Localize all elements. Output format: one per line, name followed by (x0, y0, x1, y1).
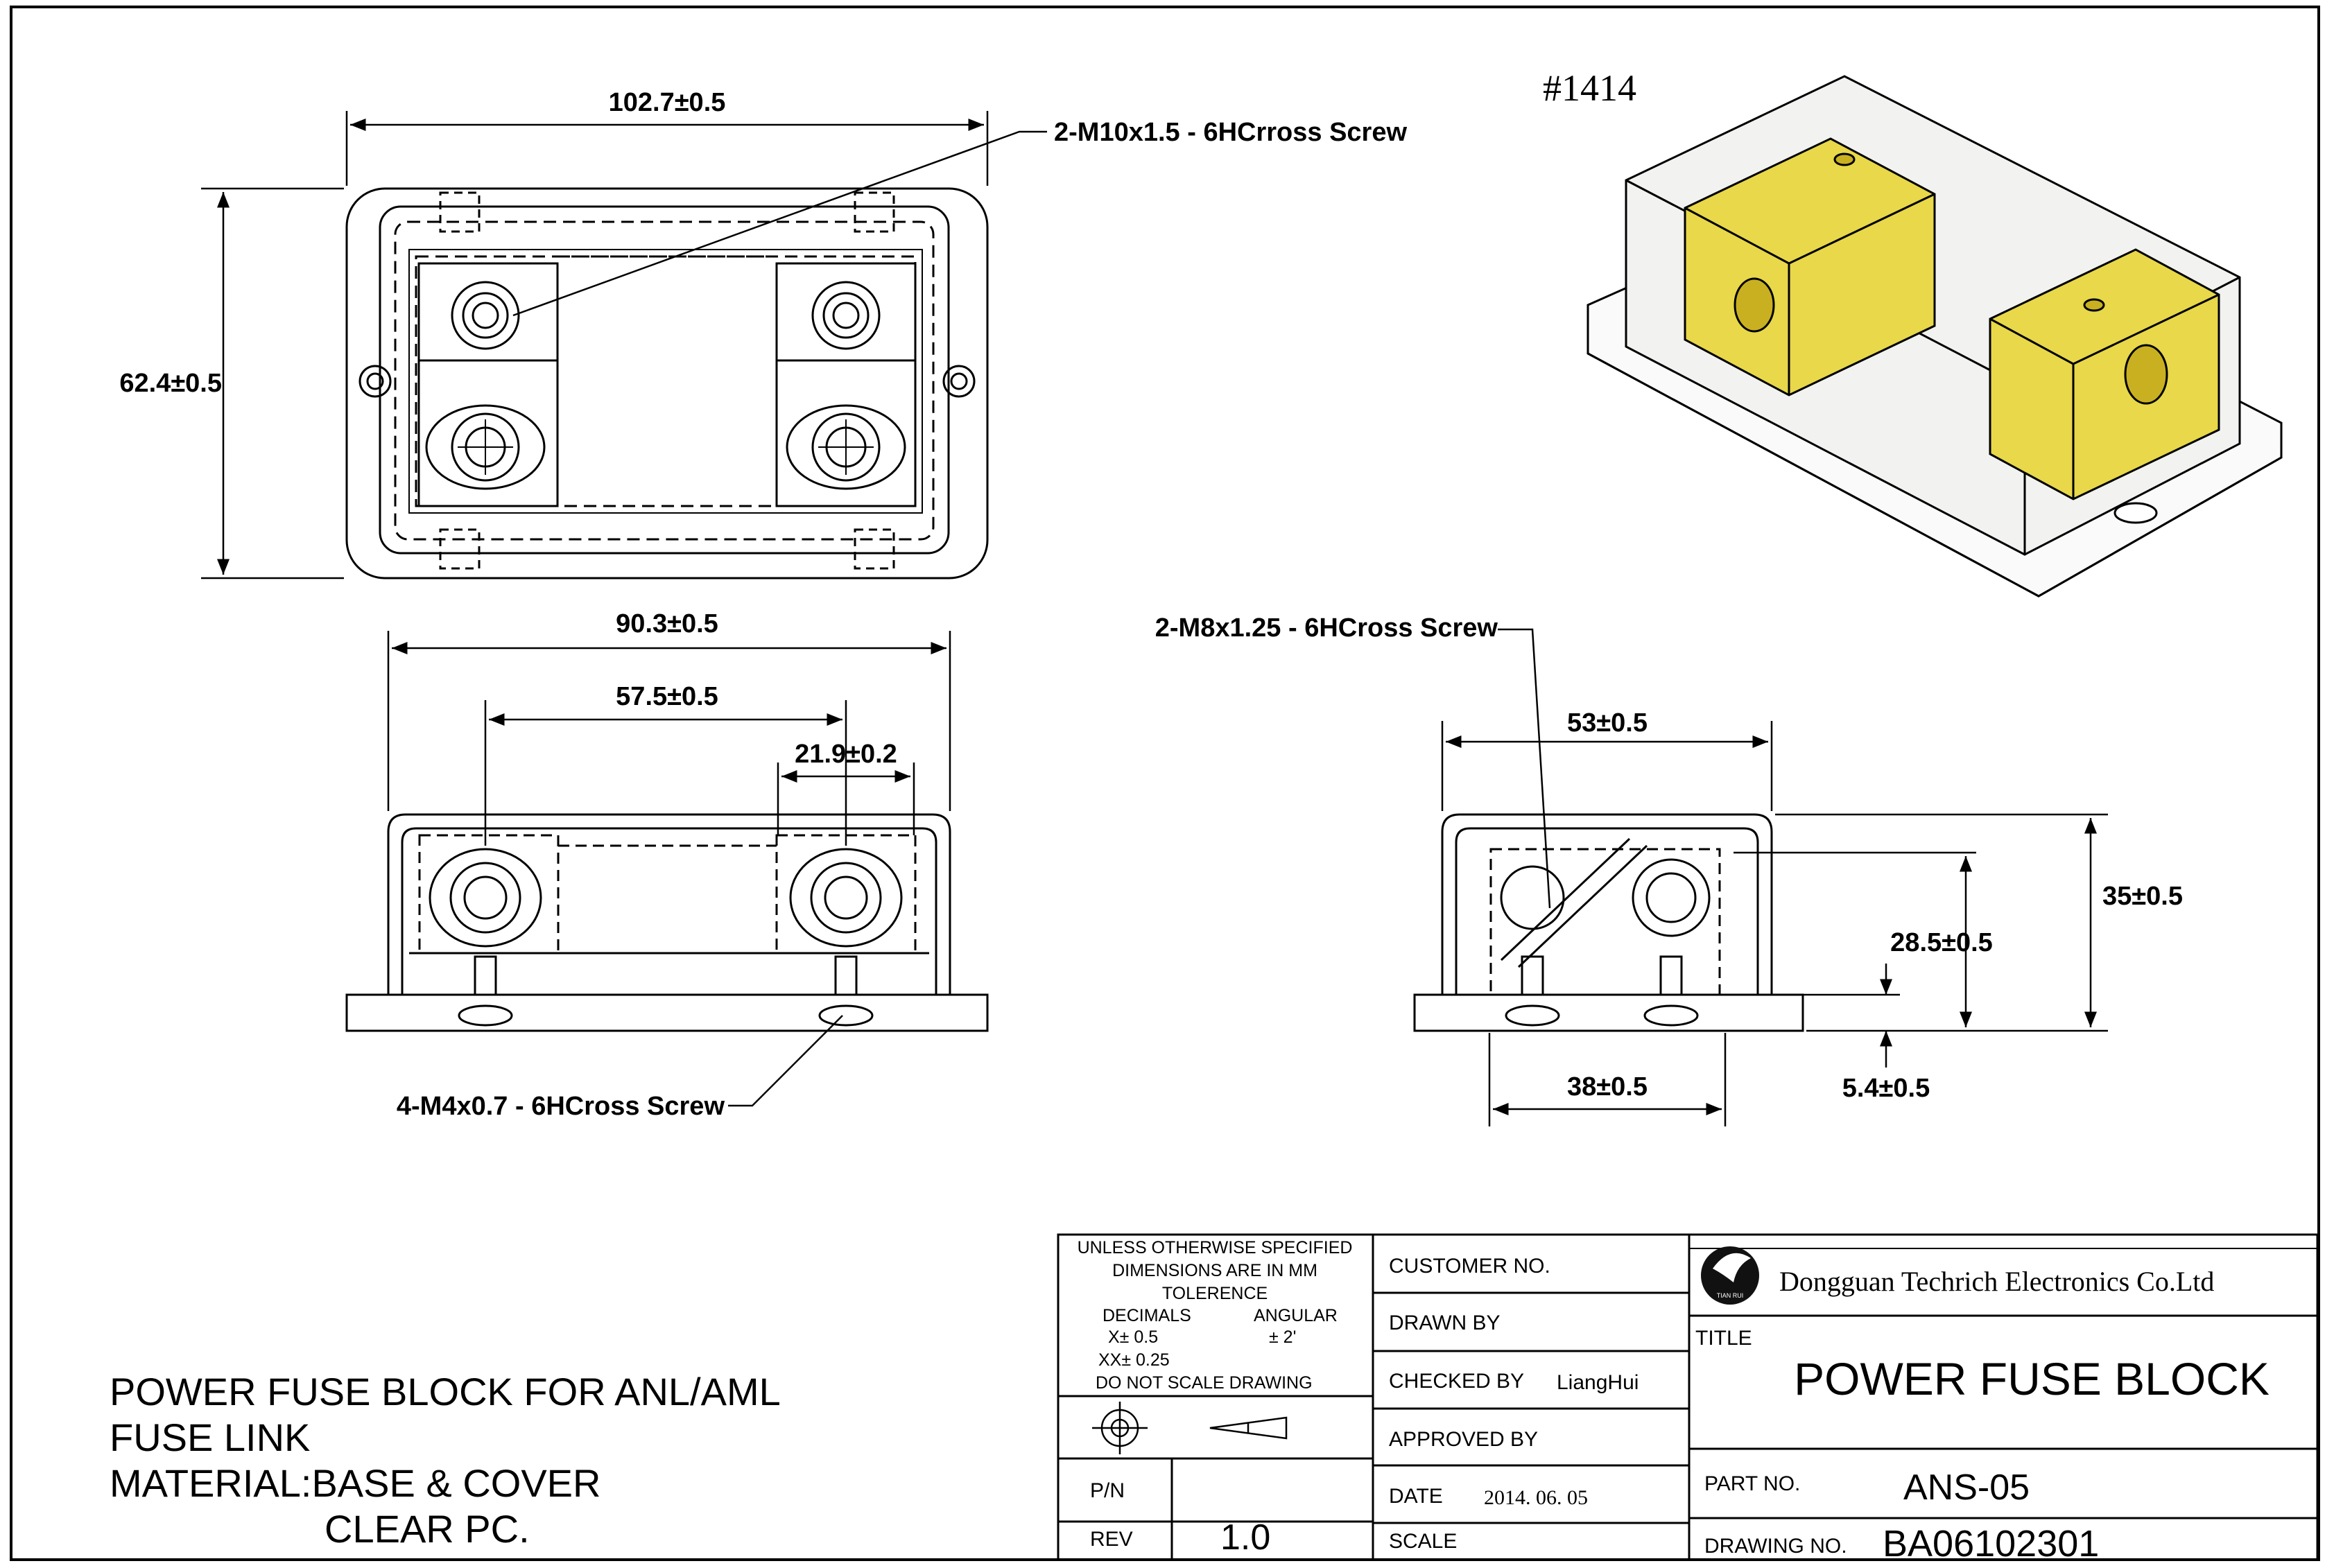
tb-checked-by: CHECKED BY (1389, 1370, 1524, 1393)
company-name: Dongguan Techrich Electronics Co.Ltd (1779, 1266, 2214, 1297)
dim-side-base-thickness: 5.4±0.5 (1842, 1074, 1930, 1103)
dim-front-spacing: 57.5±0.5 (616, 682, 718, 711)
tb-title-value: POWER FUSE BLOCK (1794, 1353, 2270, 1404)
callout-m10-screw: 2-M10x1.5 - 6HCrross Screw (1054, 118, 1407, 147)
title-block (1057, 1233, 2319, 1561)
note-line-4: CLEAR PC. (325, 1507, 530, 1551)
front-view (345, 813, 989, 1032)
tb-unless: UNLESS OTHERWISE SPECIFIED (1078, 1238, 1353, 1257)
tb-do-not-scale: DO NOT SCALE DRAWING (1096, 1373, 1313, 1393)
tb-part-no-label: PART NO. (1704, 1472, 1800, 1495)
tb-rev-label: REV (1090, 1528, 1133, 1551)
tb-part-no-value: ANS-05 (1903, 1467, 2030, 1508)
tb-date-label: DATE (1389, 1485, 1443, 1508)
note-line-1: POWER FUSE BLOCK FOR ANL/AML (110, 1370, 781, 1413)
dim-side-width: 53±0.5 (1567, 708, 1648, 738)
tb-drawing-no-label: DRAWING NO. (1704, 1535, 1847, 1558)
tb-tolerence: TOLERENCE (1162, 1284, 1268, 1303)
dim-front-width: 90.3±0.5 (616, 609, 718, 638)
note-line-3: MATERIAL:BASE & COVER (110, 1461, 600, 1505)
tb-date-value: 2014. 06. 05 (1484, 1486, 1588, 1509)
side-view (1413, 813, 1804, 1032)
dim-front-terminal: 21.9±0.2 (795, 740, 897, 769)
tb-dims-mm: DIMENSIONS ARE IN MM (1112, 1261, 1317, 1280)
projection-symbol-icon (1092, 1402, 1288, 1454)
isometric-view (1587, 75, 2283, 598)
top-view-dimensions (201, 111, 1047, 580)
top-view (345, 187, 989, 580)
drawing-id: #1414 (1543, 67, 1636, 109)
company-logo: TIAN RUI (1701, 1246, 1759, 1305)
tb-drawn-by: DRAWN BY (1389, 1312, 1501, 1334)
svg-text:TIAN RUI: TIAN RUI (1717, 1292, 1744, 1299)
tb-decimals: DECIMALS (1103, 1306, 1191, 1325)
tb-pn-label: P/N (1090, 1479, 1125, 1502)
note-line-2: FUSE LINK (110, 1415, 310, 1459)
dim-top-width: 102.7±0.5 (609, 88, 726, 117)
callout-m8-screw: 2-M8x1.25 - 6HCross Screw (1155, 613, 1498, 643)
tb-title-label: TITLE (1695, 1327, 1752, 1350)
tb-drawing-no-value: BA06102301 (1883, 1523, 2099, 1565)
tb-xx-tol: XX± 0.25 (1098, 1350, 1170, 1370)
tb-x-tol: X± 0.5 (1108, 1327, 1158, 1347)
tb-customer-no: CUSTOMER NO. (1389, 1255, 1550, 1278)
dim-top-height: 62.4±0.5 (119, 369, 222, 398)
tb-rev-value: 1.0 (1220, 1517, 1270, 1558)
tb-ang-tol: ± 2' (1269, 1327, 1296, 1347)
dim-side-terminal-height: 28.5±0.5 (1890, 928, 1993, 957)
tb-angular: ANGULAR (1254, 1306, 1338, 1325)
tb-checked-name: LiangHui (1557, 1371, 1639, 1394)
dim-side-height: 35±0.5 (2102, 882, 2183, 911)
tb-approved-by: APPROVED BY (1389, 1428, 1538, 1451)
callout-m4-screw: 4-M4x0.7 - 6HCross Screw (397, 1092, 725, 1121)
dim-side-base: 38±0.5 (1567, 1072, 1648, 1101)
side-view-dimensions (1441, 628, 2108, 1126)
front-view-dimensions (387, 631, 951, 1107)
tb-scale-label: SCALE (1389, 1530, 1457, 1553)
